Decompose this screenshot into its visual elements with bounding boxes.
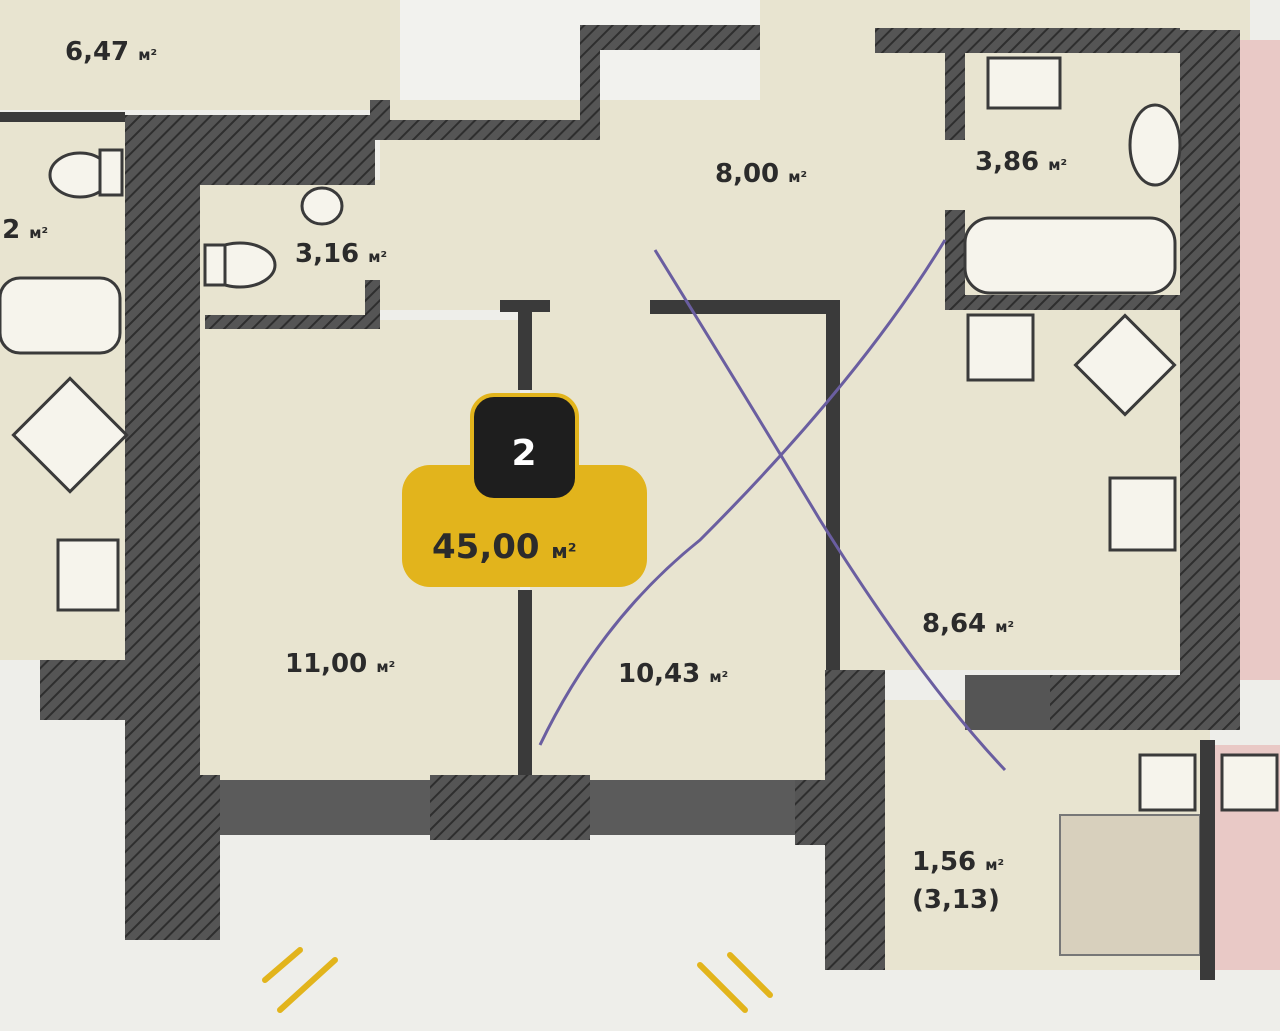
svg-text:32 м²: 32 м² — [0, 215, 48, 245]
svg-text:8,64 м²: 8,64 м² — [922, 609, 1014, 639]
fixtures — [0, 56, 1279, 812]
room-label-toilet: 3,16 м² — [295, 239, 387, 269]
room-label-neighbor-top-left: 6,47 м² — [65, 37, 157, 67]
rooms-count: 2 — [511, 433, 536, 474]
walls — [0, 25, 1240, 980]
pen-cross-marks — [538, 239, 1007, 772]
room-label-bathroom: 3,86 м² — [975, 147, 1067, 177]
room-label-balcony: 1,56 м² (3,13) — [912, 847, 1004, 915]
svg-text:3,16 м²: 3,16 м² — [295, 239, 387, 269]
svg-text:8,00 м²: 8,00 м² — [715, 159, 807, 189]
total-area: 45,00 м² — [432, 527, 577, 567]
room-label-bedroom-left: 11,00 м² — [285, 649, 395, 679]
room-label-hallway: 8,00 м² — [715, 159, 807, 189]
apartment-badge: 2 45,00 м² — [402, 393, 647, 587]
svg-text:3,86 м²: 3,86 м² — [975, 147, 1067, 177]
room-label-neighbor-bath-left: 32 м² — [0, 215, 48, 245]
room-label-bedroom-right: 10,43 м² — [618, 659, 728, 689]
svg-text:1,56 м²: 1,56 м² — [912, 847, 1004, 877]
svg-text:11,00 м²: 11,00 м² — [285, 649, 395, 679]
window-marks — [262, 947, 773, 1013]
svg-text:(3,13): (3,13) — [912, 885, 1000, 915]
svg-text:10,43 м²: 10,43 м² — [618, 659, 728, 689]
room-label-kitchen: 8,64 м² — [922, 609, 1014, 639]
svg-text:6,47 м²: 6,47 м² — [65, 37, 157, 67]
